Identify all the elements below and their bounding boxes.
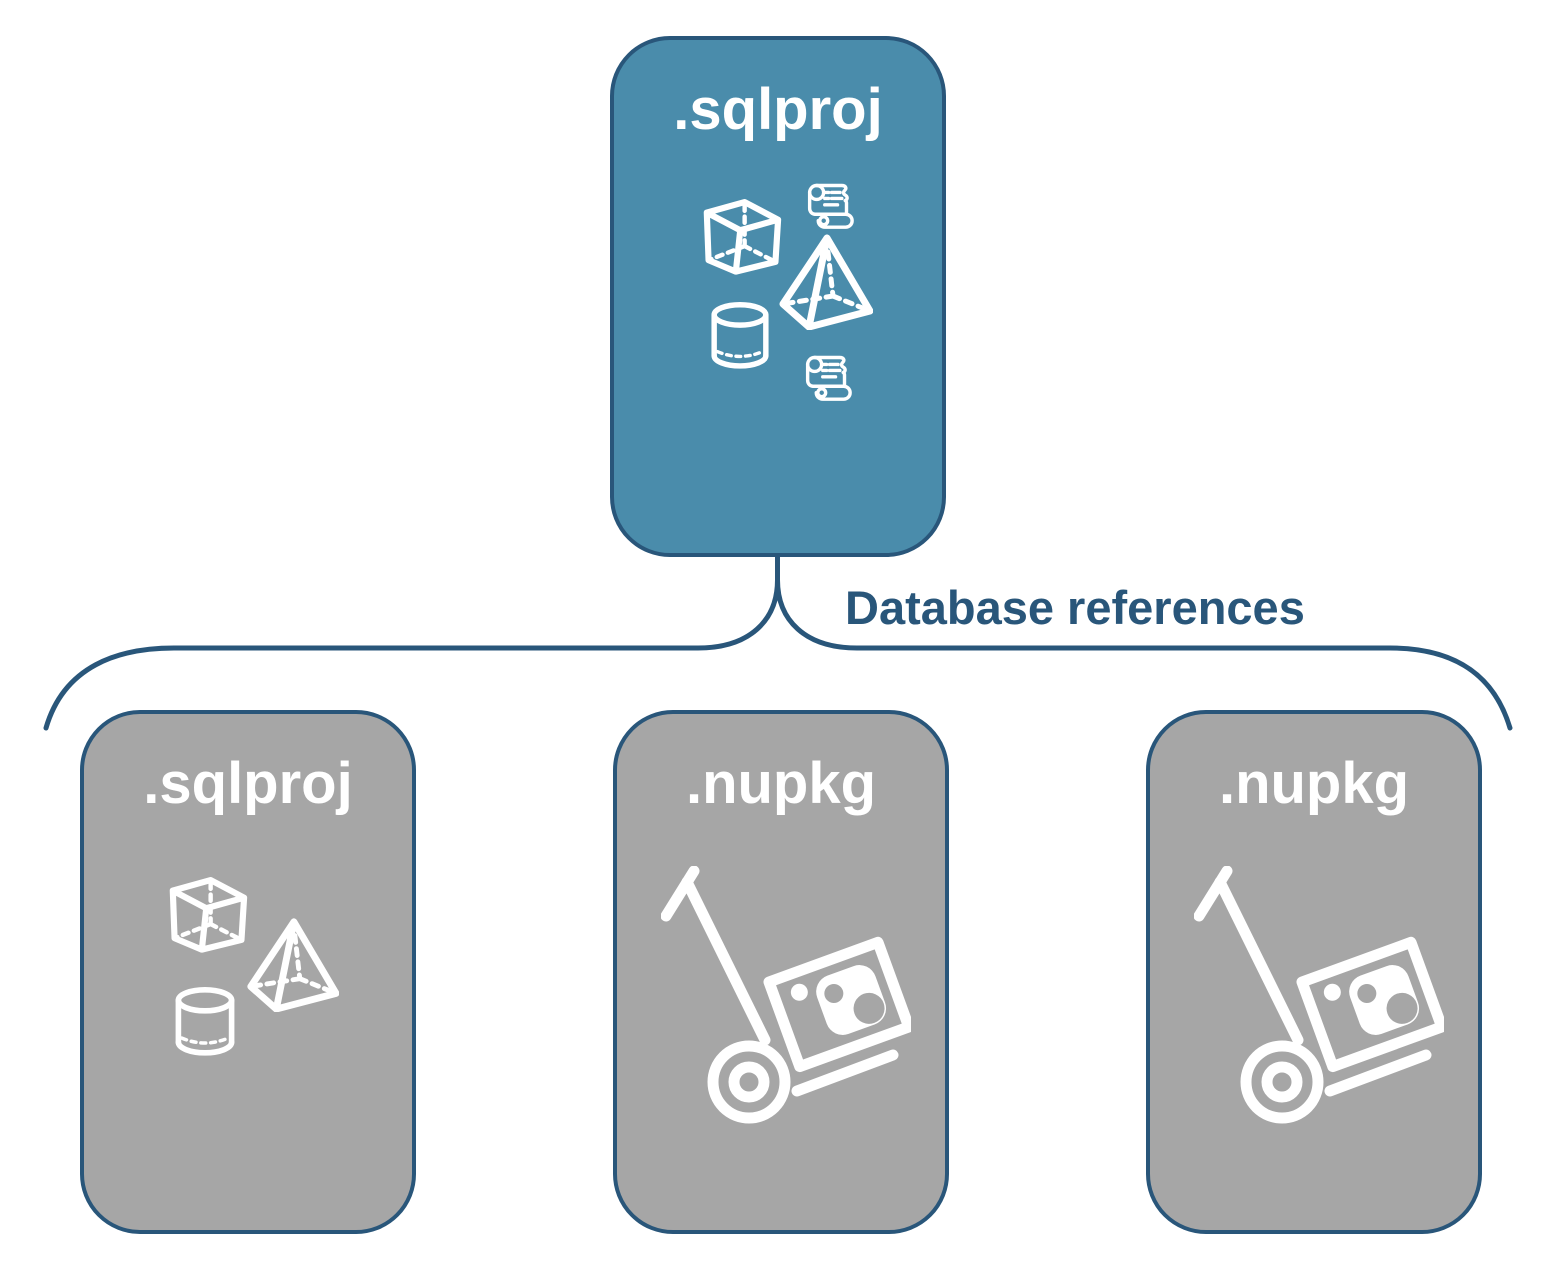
pyramid-icon [238, 914, 342, 1012]
nuget-package-dolly-icon [661, 866, 911, 1126]
scroll-icon [798, 346, 862, 406]
card-title: .sqlproj [673, 77, 883, 142]
connector-label: Database references [845, 581, 1305, 634]
cylinder-icon [706, 296, 774, 376]
child-nupkg-card: .nupkg [1146, 710, 1482, 1234]
pyramid-icon [770, 230, 876, 330]
card-title: .nupkg [1218, 751, 1410, 816]
child-nupkg-card: .nupkg [613, 710, 949, 1234]
scroll-icon [800, 174, 864, 234]
card-title: .sqlproj [143, 751, 353, 816]
card-title: .nupkg [685, 751, 877, 816]
nuget-package-dolly-icon [1194, 866, 1444, 1126]
cylinder-icon [170, 980, 240, 1064]
root-sqlproj-card: .sqlproj [610, 36, 946, 557]
child-sqlproj-card: .sqlproj [80, 710, 416, 1234]
